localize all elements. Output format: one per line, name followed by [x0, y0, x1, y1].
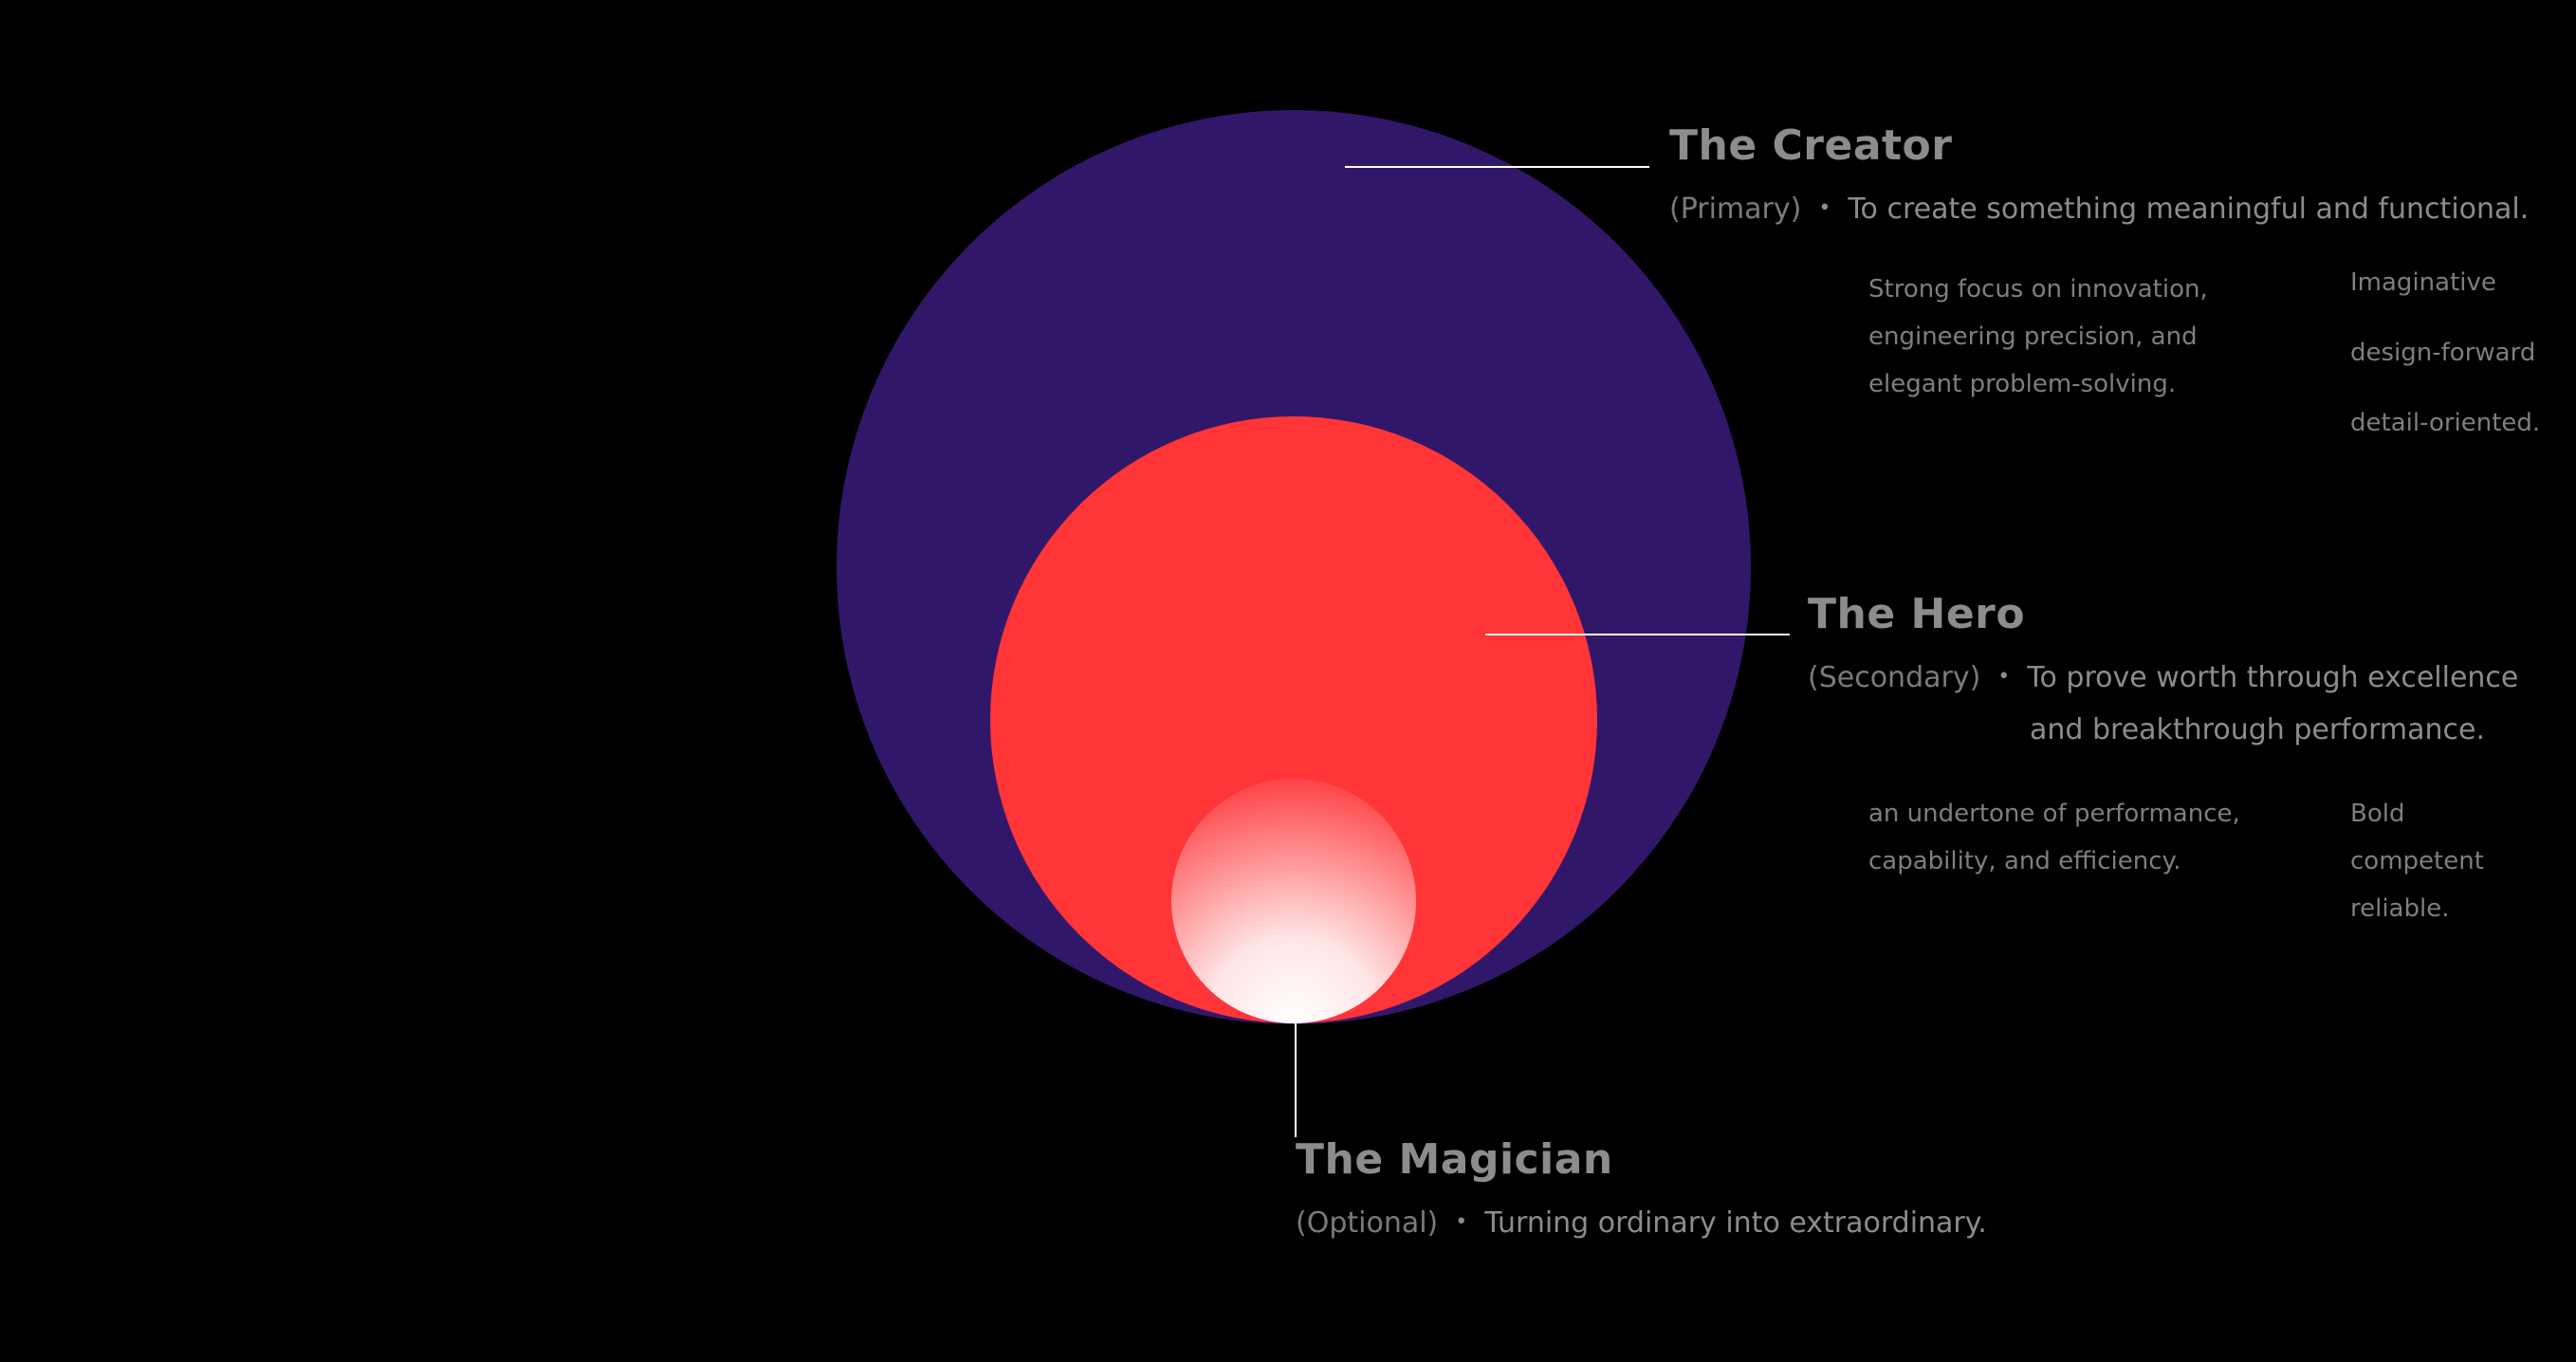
creator-trait: design-forward	[2350, 339, 2536, 367]
creator-title: The Creator	[1669, 121, 1953, 170]
magician-title: The Magician	[1296, 1135, 1613, 1184]
magician-role: (Optional)	[1296, 1206, 1439, 1240]
creator-description-line: Strong focus on innovation,	[1868, 275, 2208, 304]
hero-goal-line: and breakthrough performance.	[2030, 713, 2485, 746]
magician-circle	[1171, 779, 1416, 1023]
creator-trait: detail-oriented.	[2350, 409, 2541, 437]
hero-description-line: an undertone of performance,	[1868, 800, 2240, 828]
magician-subline: (Optional) • Turning ordinary into extraor…	[1296, 1206, 1987, 1240]
creator-subline: (Primary) • To create something meaningful…	[1669, 193, 2529, 226]
hero-trait: competent	[2350, 847, 2484, 875]
hero-trait: reliable.	[2350, 894, 2450, 923]
hero-title: The Hero	[1808, 590, 2026, 638]
hero-role: (Secondary)	[1808, 661, 1981, 694]
hero-trait: Bold	[2350, 800, 2405, 828]
creator-role: (Primary)	[1669, 193, 1802, 226]
hero-goal-line: To prove worth through excellence	[2027, 661, 2519, 694]
hero-description-line: capability, and efficiency.	[1868, 847, 2181, 875]
creator-bullet: •	[1818, 196, 1831, 220]
magician-bullet: •	[1455, 1210, 1468, 1234]
creator-trait: Imaginative	[2350, 268, 2496, 297]
hero-subline: (Secondary) • To prove worth through excel…	[1808, 661, 2518, 694]
creator-description-line: engineering precision, and	[1868, 322, 2198, 351]
magician-goal: Turning ordinary into extraordinary.	[1484, 1206, 1987, 1240]
creator-description-line: elegant problem-solving.	[1868, 370, 2177, 398]
creator-goal: To create something meaningful and funct…	[1848, 193, 2530, 226]
hero-bullet: •	[1997, 665, 2011, 689]
hero-circle	[990, 416, 1597, 1023]
